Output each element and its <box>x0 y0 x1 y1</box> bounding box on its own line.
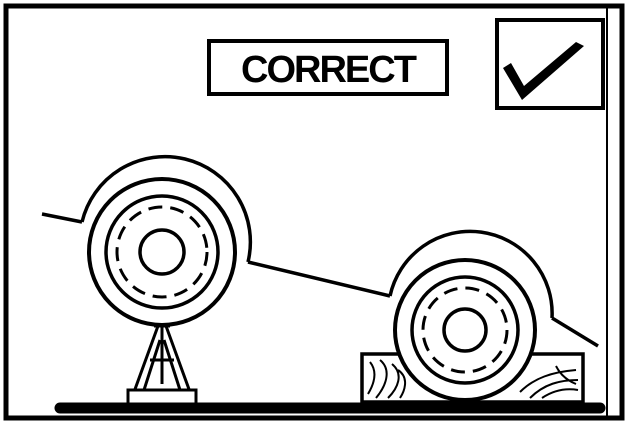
front-rim <box>104 194 220 310</box>
checkmark-icon <box>503 42 584 100</box>
jack-stand <box>126 324 198 406</box>
rear-rim-dashed <box>421 286 509 374</box>
front-tire <box>87 177 237 327</box>
front-rim-dashed <box>115 205 209 299</box>
checkmark-badge <box>495 18 605 110</box>
correct-label: CORRECT <box>207 39 449 96</box>
rear-wheel-arch <box>388 229 554 319</box>
jack-stand-inner-frame <box>142 339 182 391</box>
body-line-rear <box>551 316 599 348</box>
wood-grain-right <box>519 365 579 399</box>
jack-stand-outer-frame <box>132 325 192 393</box>
correct-label-box <box>207 39 449 96</box>
front-hub <box>138 228 186 276</box>
correct-label-text: CORRECT <box>241 49 417 91</box>
rear-hub <box>442 307 488 353</box>
wood-grain-left <box>367 359 406 399</box>
rear-wheel <box>393 258 537 402</box>
body-line-middle <box>247 260 391 298</box>
jack-stand-base <box>126 388 198 406</box>
vehicle-body <box>41 154 599 348</box>
front-wheel-arch <box>80 154 253 263</box>
body-line-front <box>41 212 83 224</box>
rear-tire <box>393 258 537 402</box>
front-wheel <box>87 177 237 327</box>
rear-rim <box>410 275 520 385</box>
